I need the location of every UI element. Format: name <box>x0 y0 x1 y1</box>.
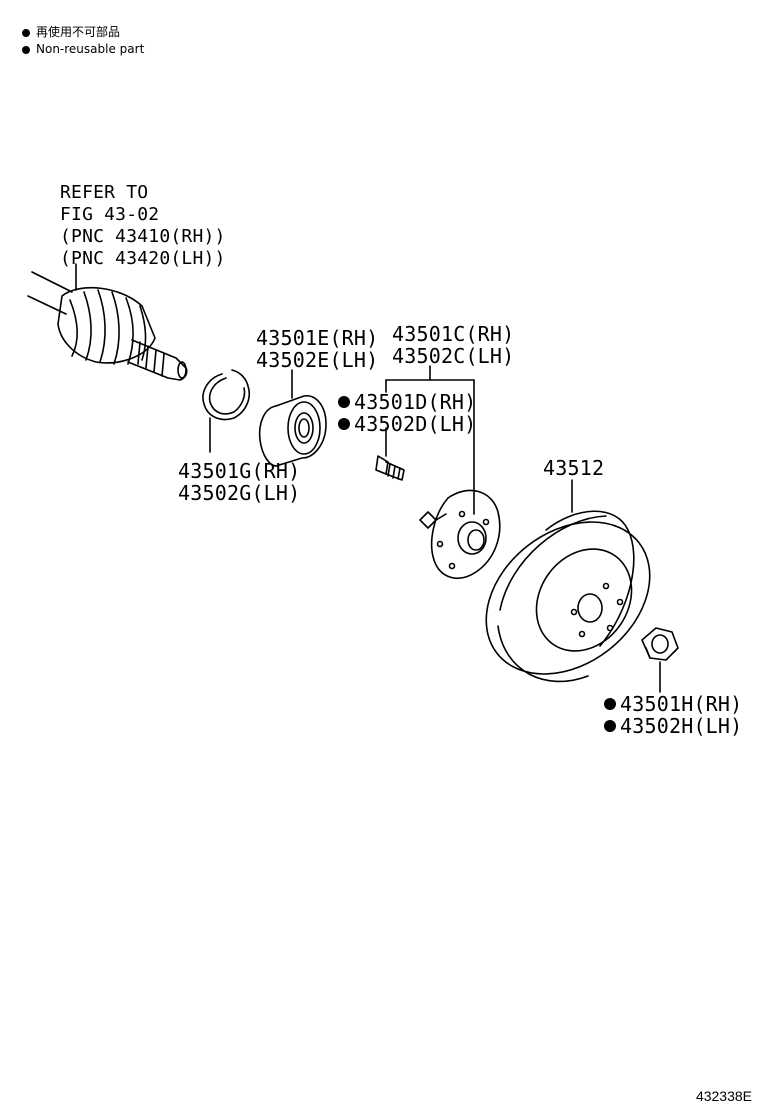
snap-ring-rh-part: 43501G(RH) <box>178 459 301 483</box>
nut-lh-part: 43502H(LH) <box>620 714 743 738</box>
legend-item-jp: 再使用不可部品 <box>22 24 144 41</box>
hub-nut <box>641 627 679 693</box>
non-reusable-dot-icon <box>604 698 616 710</box>
legend-item-en: Non-reusable part <box>22 41 144 58</box>
hub-bolt <box>375 427 405 481</box>
disc-callout: 43512 <box>543 457 604 479</box>
hub-bolt-rh-row: 43501D(RH) <box>338 391 476 413</box>
hub-rh-part: 43501C(RH) <box>392 322 515 346</box>
drive-shaft-assembly <box>27 263 188 381</box>
legend-text-jp: 再使用不可部品 <box>36 25 121 39</box>
brake-disc <box>485 479 651 683</box>
hub-lh-part: 43502C(LH) <box>392 344 515 368</box>
legend: 再使用不可部品 Non-reusable part <box>22 24 144 58</box>
driveshaft-pnc-rh-text: (PNC 43410(RH)) <box>60 226 226 247</box>
hub-bolt-lh-row: 43502D(LH) <box>338 413 476 435</box>
bearing <box>258 369 327 467</box>
driveshaft-callout: REFER TO FIG 43-02 (PNC 43410(RH)) (PNC … <box>60 182 226 270</box>
hub-bolt-rh-part: 43501D(RH) <box>354 390 477 414</box>
illustration-code: 432338E <box>695 1088 752 1104</box>
nut-rh-row: 43501H(RH) <box>604 693 742 715</box>
non-reusable-dot-icon <box>338 396 350 408</box>
bearing-lh-part: 43502E(LH) <box>256 348 379 372</box>
wheel-hub <box>419 489 501 580</box>
legend-text-en: Non-reusable part <box>36 42 145 56</box>
non-reusable-dot-icon <box>338 418 350 430</box>
hub-leader <box>385 365 475 515</box>
driveshaft-refer-text: REFER TO <box>60 182 149 203</box>
hub-bolt-lh-part: 43502D(LH) <box>354 412 477 436</box>
nut-callout: 43501H(RH) 43502H(LH) <box>604 693 742 737</box>
non-reusable-dot-icon <box>22 45 30 54</box>
hub-callout: 43501C(RH) 43502C(LH) <box>392 323 514 367</box>
bearing-rh-part: 43501E(RH) <box>256 326 379 350</box>
non-reusable-dot-icon <box>604 720 616 732</box>
driveshaft-pnc-lh-text: (PNC 43420(LH)) <box>60 248 226 269</box>
snap-ring-callout: 43501G(RH) 43502G(LH) <box>178 460 300 504</box>
non-reusable-dot-icon <box>22 28 30 37</box>
snap-ring <box>202 369 250 453</box>
nut-rh-part: 43501H(RH) <box>620 692 743 716</box>
nut-lh-row: 43502H(LH) <box>604 715 742 737</box>
disc-part: 43512 <box>543 456 605 480</box>
hub-bolt-callout: 43501D(RH) 43502D(LH) <box>338 391 476 435</box>
driveshaft-fig-text: FIG 43-02 <box>60 204 160 225</box>
bearing-callout: 43501E(RH) 43502E(LH) <box>256 327 378 371</box>
snap-ring-lh-part: 43502G(LH) <box>178 481 301 505</box>
